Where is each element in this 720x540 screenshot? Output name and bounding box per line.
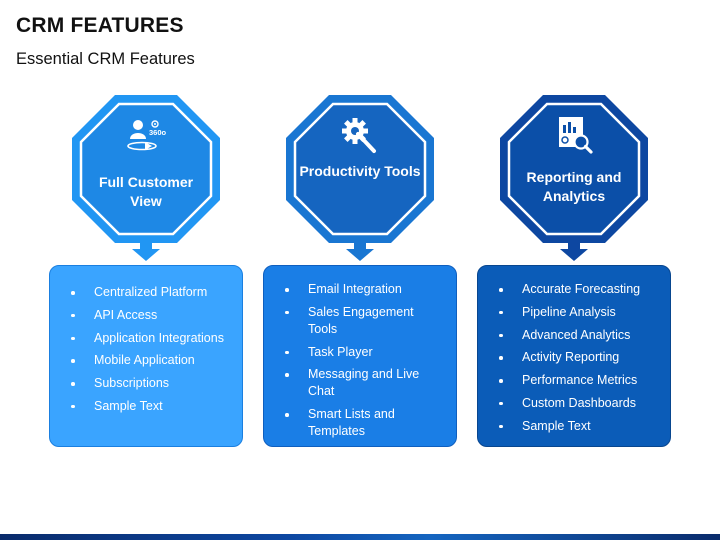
- footer-accent-bar: [0, 534, 720, 540]
- list-item: Application Integrations: [70, 330, 232, 347]
- feature-heading: Full Customer View: [98, 174, 194, 209]
- feature-heading: Productivity Tools: [299, 163, 421, 179]
- page-subtitle: Essential CRM Features: [16, 50, 195, 68]
- page-title: CRM FEATURES: [16, 14, 184, 37]
- list-item: Task Player: [284, 344, 446, 361]
- octagon-badge: [500, 95, 648, 243]
- list-item: Power Dialer: [284, 469, 446, 486]
- feature-card: Accurate Forecasting Pipeline Analysis A…: [477, 265, 671, 447]
- customer-360-icon: 360o: [127, 120, 166, 151]
- list-item: Sequences: [284, 446, 446, 463]
- feature-column-full-customer-view: 360o Full Customer View Centralized Plat…: [49, 95, 243, 447]
- list-item: Accurate Forecasting: [498, 281, 660, 298]
- list-item: Sales Engagement Tools: [284, 304, 446, 338]
- report-magnifier-icon: [559, 117, 593, 154]
- list-item: Custom Dashboards: [498, 395, 660, 412]
- octagon-badge: [286, 95, 434, 243]
- list-item: Activity Reporting: [498, 349, 660, 366]
- list-item: Sample Text: [498, 418, 660, 435]
- octagon-badge: [72, 95, 220, 243]
- feature-column-reporting-analytics: Reporting and Analytics Accurate Forecas…: [477, 95, 671, 447]
- list-item: API Access: [70, 307, 232, 324]
- list-item: Performance Metrics: [498, 372, 660, 389]
- list-item: Advanced Analytics: [498, 327, 660, 344]
- feature-card: Centralized Platform API Access Applicat…: [49, 265, 243, 447]
- list-item: Pipeline Analysis: [498, 304, 660, 321]
- list-item: Messaging and Live Chat: [284, 366, 446, 400]
- arrow-down-icon: [560, 241, 588, 261]
- icon-360-text: 360o: [149, 128, 166, 137]
- list-item: Smart Lists and Templates: [284, 406, 446, 440]
- list-item: Subscriptions: [70, 375, 232, 392]
- list-item: Sample Text: [70, 398, 232, 415]
- arrow-down-icon: [132, 241, 160, 261]
- list-item: Email Integration: [284, 281, 446, 298]
- gear-wrench-icon: [342, 118, 376, 153]
- feature-column-productivity-tools: Productivity Tools Email Integration Sal…: [263, 95, 457, 484]
- list-item: Mobile Application: [70, 352, 232, 369]
- arrow-down-icon: [346, 241, 374, 261]
- feature-heading: Reporting and Analytics: [526, 169, 622, 204]
- list-item: Centralized Platform: [70, 284, 232, 301]
- feature-card: Email Integration Sales Engagement Tools…: [263, 265, 457, 484]
